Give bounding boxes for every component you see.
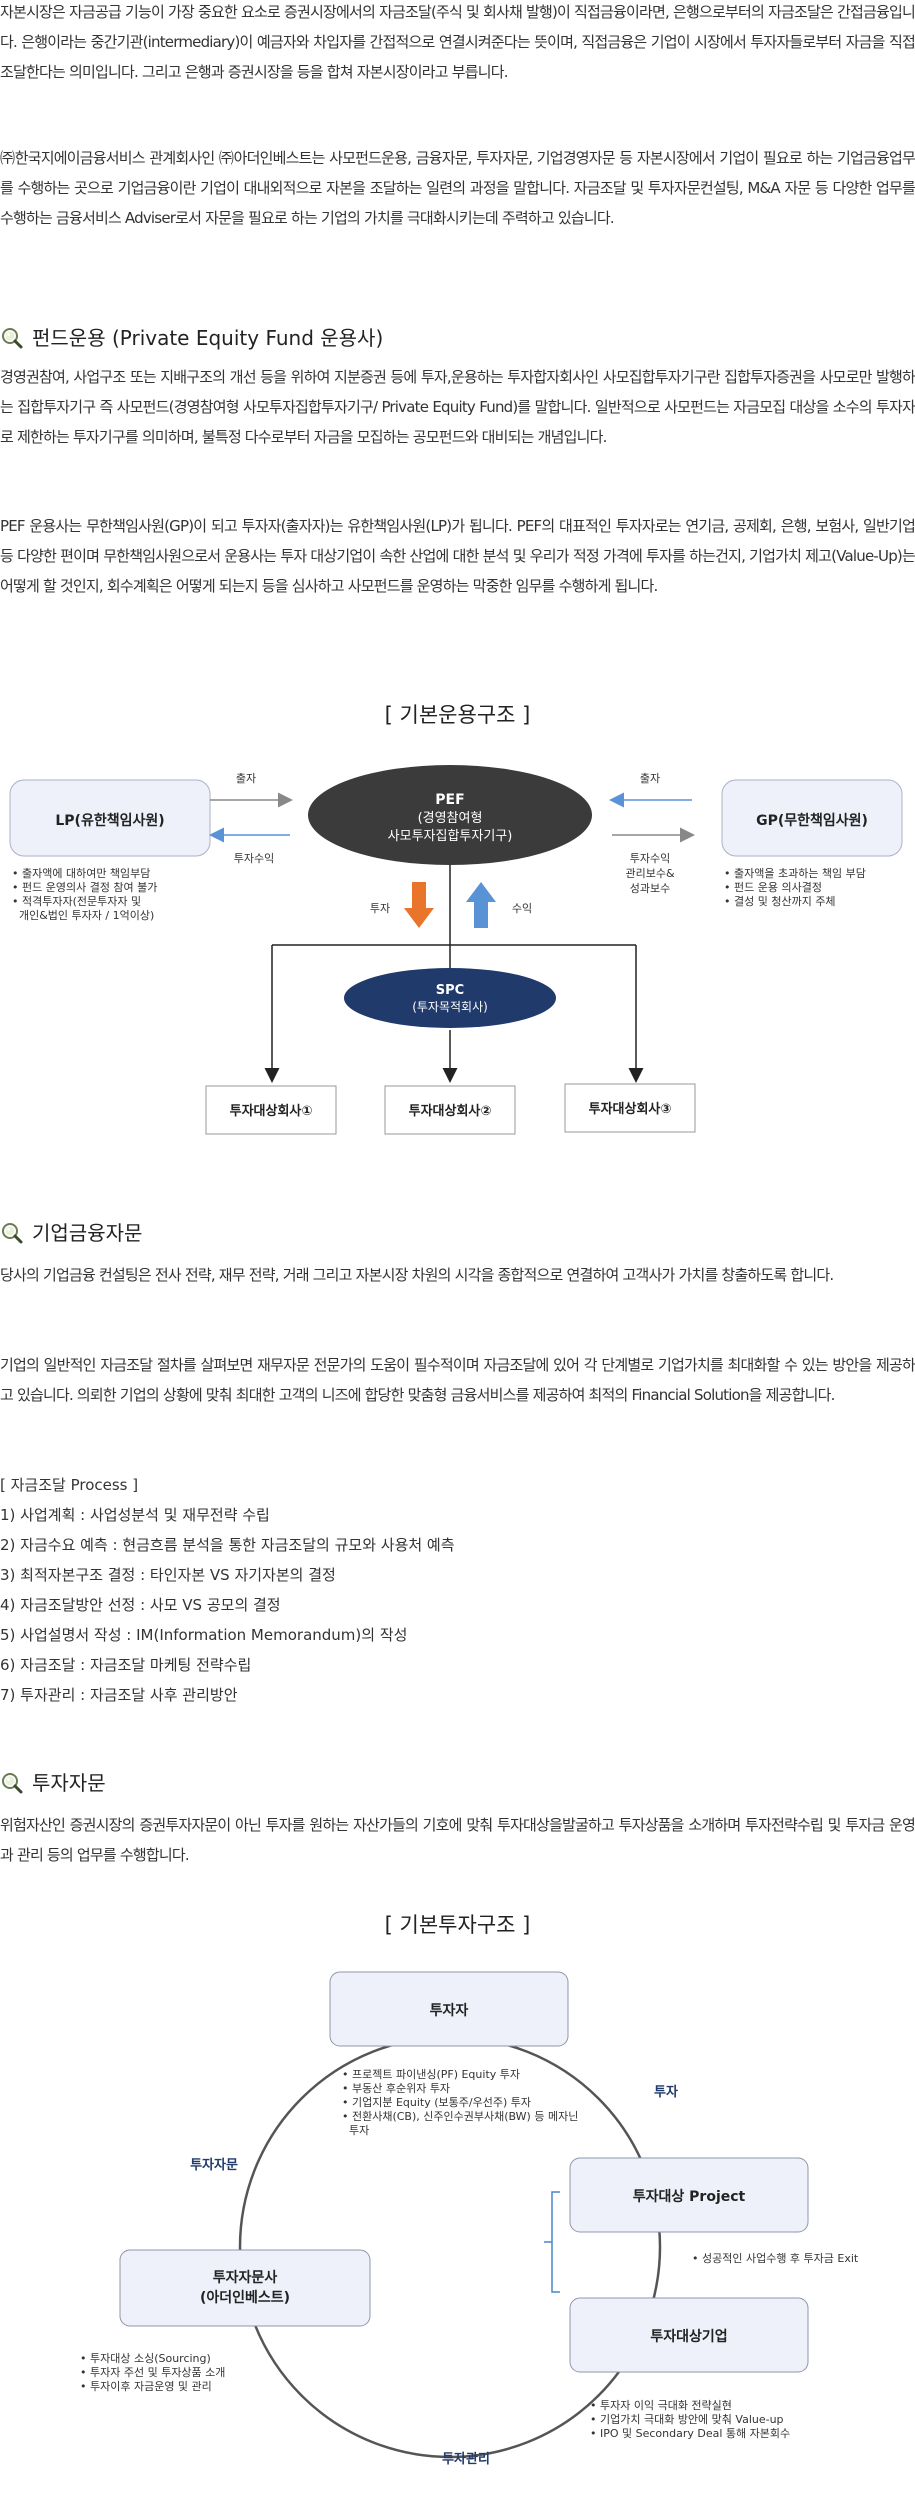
label-suik-left: 투자수익 [234,852,274,865]
process-step-6: 6) 자금조달 : 자금조달 마케팅 전략수립 [0,1656,252,1674]
process-title: [ 자금조달 Process ] [0,1476,139,1494]
label-right-ret2: 관리보수& [625,867,674,880]
section-title-fund-text: 펀드운용 (Private Equity Fund 운용사) [32,326,384,350]
gp-box [721,779,903,857]
gp-note-3: • 결성 및 청산까지 주체 [724,895,836,908]
adviser-note-1: • 투자대상 소싱(Sourcing) [80,2352,211,2365]
adviser-note-3: • 투자이후 자금운영 및 관리 [80,2380,212,2393]
label-suik: 수익 [512,902,532,915]
section-title-corp-text: 기업금융자문 [32,1221,143,1245]
project-note: • 성공적인 사업수행 후 투자금 Exit [692,2252,859,2265]
section-title-fund: 펀드운용 (Private Equity Fund 운용사) [0,323,383,353]
gp-note-2: • 펀드 운용 의사결정 [724,881,822,894]
bracket-line [551,2191,560,2293]
fund-paragraph-2: PEF 운용사는 무한책임사원(GP)이 되고 투자자(출자자)는 유한책임사원… [0,517,915,595]
target-label-2: 투자대상회사② [409,1103,492,1119]
lp-label: LP(유한책임사원) [55,813,164,829]
lp-box [9,779,211,857]
process-step-5: 5) 사업설명서 작성 : IM(Information Memorandum)… [0,1626,408,1644]
pef-ellipse [308,765,592,865]
label-right-ret1: 투자수익 [630,852,670,865]
process-step-4: 4) 자금조달방안 선정 : 사모 VS 공모의 결정 [0,1596,281,1614]
adviser-note-2: • 투자자 주선 및 투자상품 소개 [80,2366,225,2379]
process-step-1: 1) 사업계획 : 사업성분석 및 재무전략 수립 [0,1506,270,1524]
process-step-7: 7) 투자관리 : 자금조달 사후 관리방안 [0,1686,238,1704]
adviser-line1: 투자자문사 [213,2270,278,2286]
gp-note-1: • 출자액을 초과하는 책임 부담 [724,866,866,880]
pef-line1: PEF [435,792,464,808]
gp-label: GP(무한책임사원) [756,813,868,829]
adviser-line2: (아더인베스트) [200,2289,290,2306]
target-box-3 [564,1083,696,1133]
investment-structure-diagram: 투자자 • 프로젝트 파이낸싱(PF) Equity 투자 • 부동산 후순위자… [80,1971,859,2467]
target-box-1 [205,1085,337,1135]
process-step-3: 3) 최적자본구조 결정 : 타인자본 VS 자기자본의 결정 [0,1566,336,1584]
investor-label: 투자자 [430,2003,469,2019]
pef-line2: (경영참여형 [418,811,483,826]
advisory-diagram-title: [ 기본투자구조 ] [384,1913,531,1937]
investor-note-5: 투자 [342,2124,369,2137]
lp-note-3: • 적격투자자(전문투자자 및 [12,895,141,908]
label-chulja-left: 출자 [236,772,256,785]
lp-note-2: • 펀드 운영의사 결정 참여 불가 [12,881,157,894]
spc-ellipse [344,968,556,1028]
section-title-corp: 기업금융자문 [0,1218,142,1248]
magnifier-icon [2,328,23,349]
investor-note-4: • 전환사채(CB), 신주인수권부사채(BW) 등 메자닌 [342,2110,578,2123]
spc-line1: SPC [436,983,464,998]
corp-paragraph-1: 당사의 기업금융 컨설팅은 전사 전략, 재무 전략, 거래 그리고 자본시장 … [0,1266,834,1284]
lp-note-4: 개인&법인 투자자 / 1억이상) [12,909,154,922]
label-right-ret3: 성과보수 [630,882,670,895]
company-note-3: • IPO 및 Secondary Deal 통해 자본회수 [590,2426,790,2440]
company-label: 투자대상기업 [650,2329,727,2345]
investor-note-2: • 부동산 후순위자 투자 [342,2082,450,2095]
fund-structure-diagram: LP(유한책임사원) GP(무한책임사원) PEF (경영참여형 사모투자집합투… [9,765,903,1135]
magnifier-icon [2,1223,23,1244]
intro-paragraph-2: ㈜한국지에이금융서비스 관계회사인 ㈜아더인베스트는 사모펀드운용, 금융자문,… [0,149,915,227]
investor-note-1: • 프로젝트 파이낸싱(PF) Equity 투자 [342,2068,520,2081]
investor-note-3: • 기업지분 Equity (보통주/우선주) 투자 [342,2096,531,2109]
investor-box [329,1971,569,2047]
fund-diagram-title: [ 기본운용구조 ] [384,703,531,727]
target-box-2 [384,1085,516,1135]
magnifier-icon [2,1773,23,1794]
label-gwanri-arc: 투자관리 [442,2451,490,2467]
section-title-advisory: 투자자문 [0,1768,106,1798]
lp-note-1: • 출자액에 대하여만 책임부담 [12,866,150,880]
label-tuja-arc: 투자 [654,2085,678,2100]
section-title-advisory-text: 투자자문 [32,1771,106,1795]
label-chulja-right: 출자 [640,772,660,785]
spc-line2: (투자목적회사) [412,1000,488,1014]
fund-paragraph-1: 경영권참여, 사업구조 또는 지배구조의 개선 등을 위하여 지분증권 등에 투… [0,368,915,446]
corp-paragraph-2: 기업의 일반적인 자금조달 절차를 살펴보면 재무자문 전문가의 도움이 필수적… [0,1356,915,1404]
process-step-2: 2) 자금수요 예측 : 현금흐름 분석을 통한 자금조달의 규모와 사용처 예… [0,1536,455,1554]
project-box [569,2157,809,2233]
orange-invest-arrow [404,882,434,928]
advisory-paragraph-1: 위험자산인 증권시장의 증권투자자문이 아닌 투자를 원하는 자산가들의 기호에… [0,1816,915,1864]
adviser-box [119,2249,371,2327]
pef-line3: 사모투자집합투자기구) [388,829,513,844]
company-note-2: • 기업가치 극대화 방안에 맞춰 Value-up [590,2413,784,2426]
project-label: 투자대상 Project [633,2189,746,2205]
label-jamun-arc: 투자자문 [190,2158,238,2173]
company-box [569,2297,809,2373]
target-label-1: 투자대상회사① [230,1103,313,1119]
intro-paragraph-1: 자본시장은 자금공급 기능이 가장 중요한 요소로 증권시장에서의 자금조달(주… [0,3,915,81]
target-label-3: 투자대상회사③ [589,1101,672,1117]
process-list: [ 자금조달 Process ] 1) 사업계획 : 사업성분석 및 재무전략 … [0,1470,915,1710]
label-tuja: 투자 [370,902,390,915]
blue-return-arrow [466,882,496,928]
company-note-1: • 투자자 이익 극대화 전략실현 [590,2399,732,2412]
